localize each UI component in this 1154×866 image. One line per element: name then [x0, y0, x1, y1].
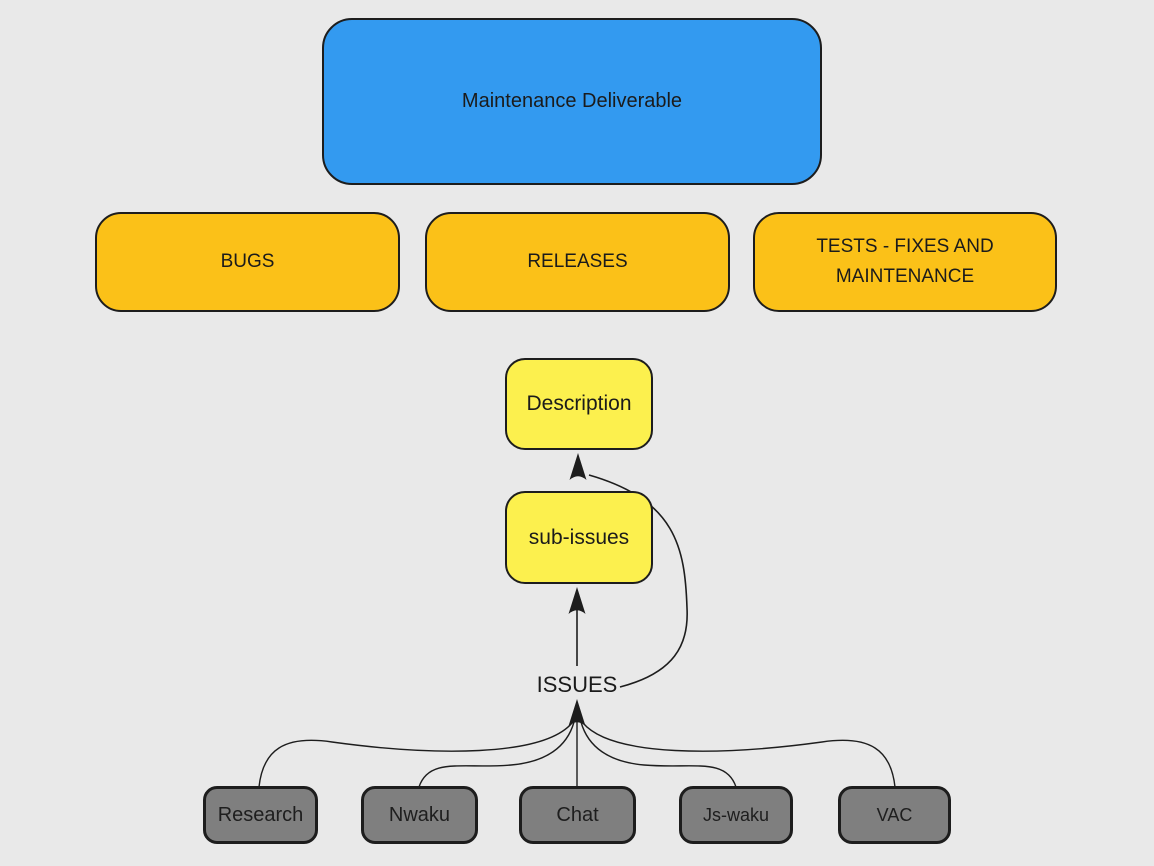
node-js-waku[interactable]: Js-waku [679, 786, 793, 844]
node-js-waku-label: Js-waku [702, 804, 769, 825]
node-issues-label: ISSUES [536, 672, 618, 697]
node-sub-issues[interactable]: sub-issues [505, 491, 653, 584]
node-nwaku[interactable]: Nwaku [361, 786, 478, 844]
node-tests-fixes-maintenance[interactable]: TESTS - FIXES AND MAINTENANCE [753, 212, 1057, 312]
node-nwaku-label: Nwaku [388, 803, 451, 826]
node-tests-label: TESTS - FIXES AND MAINTENANCE [816, 235, 994, 287]
node-maintenance-deliverable-label: Maintenance Deliverable [461, 90, 683, 112]
arrowhead-into-description [569, 453, 587, 480]
connector-nwaku-to-issues [418, 721, 575, 788]
node-chat[interactable]: Chat [519, 786, 636, 844]
node-description[interactable]: Description [505, 358, 653, 450]
connector-research-to-issues [258, 722, 573, 788]
node-bugs[interactable]: BUGS [95, 212, 400, 312]
node-research-label: Research [217, 803, 304, 826]
arrowhead-into-subissues [568, 587, 586, 614]
node-issues[interactable]: ISSUES [512, 668, 642, 702]
node-chat-label: Chat [556, 803, 599, 826]
node-sub-issues-label: sub-issues [528, 525, 630, 549]
arrowhead-into-issues [568, 699, 586, 726]
node-vac[interactable]: VAC [838, 786, 951, 844]
node-releases[interactable]: RELEASES [425, 212, 730, 312]
node-research[interactable]: Research [203, 786, 318, 844]
connector-jswaku-to-issues [580, 721, 737, 788]
node-description-label: Description [526, 392, 632, 415]
node-maintenance-deliverable[interactable]: Maintenance Deliverable [322, 18, 822, 185]
node-vac-label: VAC [876, 804, 913, 825]
node-bugs-label: BUGS [220, 250, 275, 272]
node-releases-label: RELEASES [527, 250, 628, 272]
connector-vac-to-issues [582, 722, 896, 788]
